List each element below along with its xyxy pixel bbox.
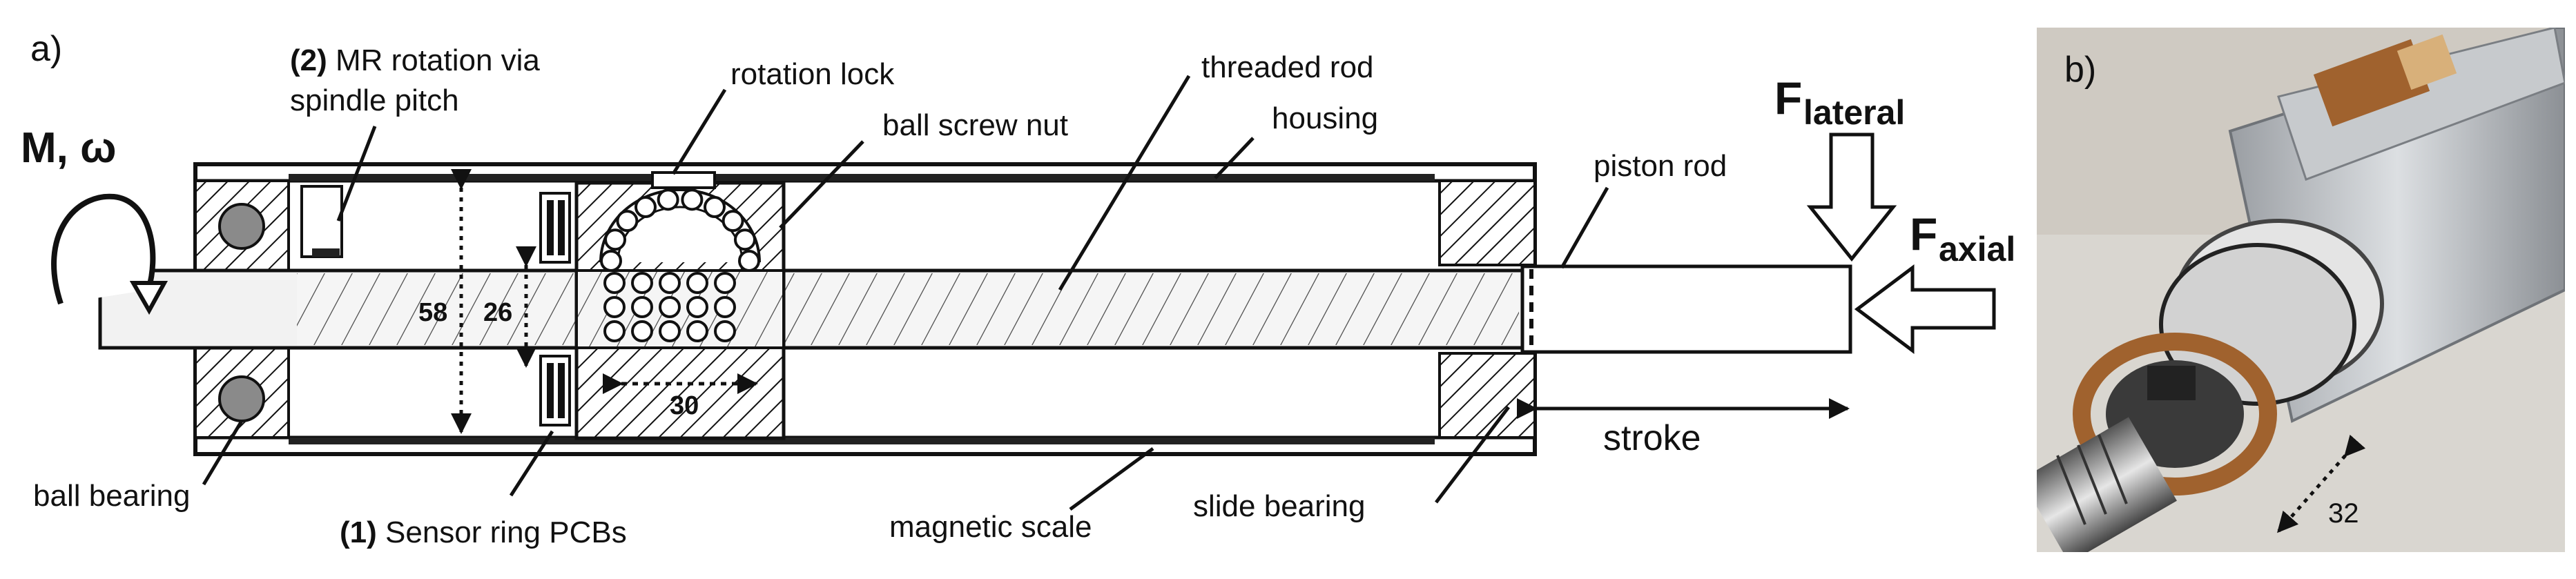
magnetic-scale-strip — [289, 438, 1435, 444]
f-axial-base: F — [1910, 208, 1937, 259]
nut-ball — [616, 210, 639, 233]
f-axial-arrow — [1854, 264, 1996, 354]
nut-ball — [657, 188, 679, 211]
nut-ball — [659, 320, 681, 342]
nut-ball — [603, 296, 626, 318]
nut-ball — [714, 272, 736, 294]
threaded-rod-label: threaded rod — [1201, 50, 1374, 84]
nut-ball — [631, 296, 653, 318]
rotation-arrow — [51, 193, 156, 305]
nut-ball — [686, 272, 708, 294]
mr-rotation-num: (2) — [290, 43, 327, 77]
nut-ball — [686, 320, 708, 342]
nut-ball — [604, 228, 627, 251]
nut-ball — [603, 320, 626, 342]
nut-ball — [714, 320, 736, 342]
ball-bearing-label: ball bearing — [33, 479, 191, 513]
piston-rod-label: piston rod — [1594, 149, 1727, 183]
dim-inner-26: 26 — [483, 298, 512, 327]
moment-label: M, ω — [21, 124, 116, 172]
dim-outer-58: 58 — [418, 298, 447, 327]
nut-ball — [686, 296, 708, 318]
dim-nut-30: 30 — [670, 391, 699, 420]
nut-ball — [635, 196, 657, 219]
mr-rotation-line2: spindle pitch — [290, 84, 459, 117]
panel-a-tag: a) — [30, 29, 62, 69]
sensor-ring-num: (1) — [340, 516, 377, 549]
ball-screw-nut-label: ball screw nut — [882, 108, 1068, 142]
mr-rotation-label: (2) MR rotation via — [290, 43, 540, 77]
nut-ball — [738, 250, 760, 272]
nut-ball — [722, 210, 744, 233]
nut-ball — [659, 272, 681, 294]
f-lateral-sub: lateral — [1803, 93, 1905, 132]
nut-ball — [600, 250, 622, 272]
nut-ball — [631, 320, 653, 342]
sensor-ring-label: (1) Sensor ring PCBs — [340, 516, 627, 549]
slide-bearing-label: slide bearing — [1193, 489, 1366, 523]
nut-ball — [714, 296, 736, 318]
nut-ball — [659, 296, 681, 318]
housing-label: housing — [1272, 101, 1378, 135]
nut-ball — [704, 196, 726, 219]
panel-a-diagram: a) — [21, 29, 2015, 549]
magnetic-scale-label: magnetic scale — [889, 510, 1092, 544]
piston-rod — [1520, 264, 1852, 354]
mr-rotation-line1: MR rotation via — [327, 43, 541, 77]
nut-ball — [631, 272, 653, 294]
f-lateral-arrow — [1806, 133, 1897, 262]
sensor-ring-text: Sensor ring PCBs — [377, 516, 627, 549]
panel-b-dim-32: 32 — [2328, 498, 2359, 529]
ball-bearing-top — [194, 179, 290, 272]
rotation-lock-label: rotation lock — [730, 57, 895, 91]
mr-sensor — [300, 185, 343, 258]
nut-ball — [603, 272, 626, 294]
nut-ball — [681, 188, 704, 211]
f-axial-sub: axial — [1939, 230, 2015, 268]
stroke-label: stroke — [1603, 418, 1701, 458]
slide-bearing-bottom — [1438, 352, 1536, 439]
nut-balls — [600, 188, 760, 342]
nut-ball — [733, 228, 756, 251]
panel-b-photo: b) 32 — [2037, 28, 2565, 552]
ball-bearing-bottom — [194, 346, 290, 439]
slide-bearing-top — [1438, 179, 1536, 266]
panel-b-tag: b) — [2064, 50, 2096, 90]
f-lateral-base: F — [1774, 72, 1802, 124]
